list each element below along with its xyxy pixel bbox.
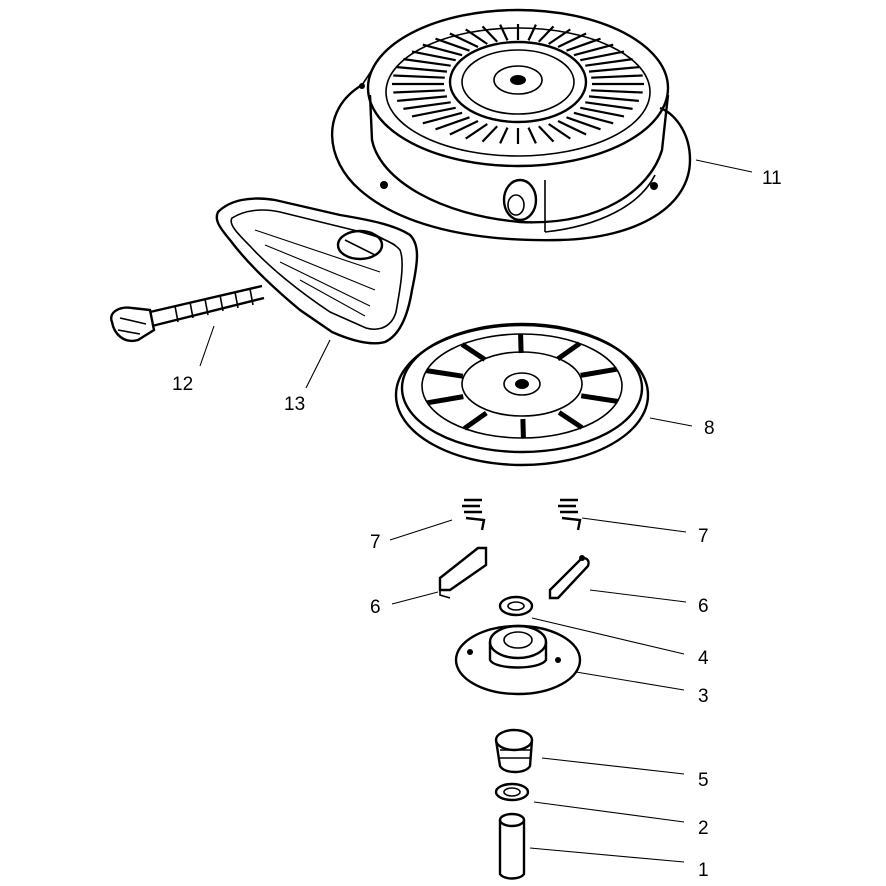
part-5-spring-nut [494, 728, 534, 774]
part-1-shaft [498, 812, 526, 880]
callout-12: 12 [172, 374, 193, 395]
pulley-spoke [462, 410, 488, 431]
housing-fin [588, 95, 639, 102]
housing-fin [499, 24, 509, 41]
callout-7-right: 7 [698, 526, 709, 547]
housing-fin [548, 28, 571, 45]
part-13-rope-handle-bracket [215, 197, 419, 345]
housing-fin [397, 66, 448, 73]
housing-fin [393, 74, 445, 79]
callout-7-left: 7 [370, 532, 381, 553]
part-7-spring-left [462, 498, 486, 531]
housing-fin [411, 50, 456, 62]
housing-fin [481, 125, 498, 143]
pulley-spoke [518, 333, 524, 354]
pulley-spoke [556, 341, 582, 362]
part-2-ring [494, 782, 530, 802]
callout-11: 11 [762, 168, 782, 189]
housing-fin [557, 120, 587, 136]
callout-4: 4 [698, 648, 709, 669]
housing-fin [422, 43, 463, 57]
pulley-spoke [426, 368, 464, 379]
housing-fin [527, 127, 537, 144]
callout-2: 2 [698, 818, 709, 839]
housing-fin [422, 111, 463, 125]
part-6-pawl-right [548, 555, 590, 600]
housing-fin [403, 101, 451, 110]
part-11-starter-housing [331, 8, 692, 242]
housing-fin [435, 37, 470, 52]
housing-fin [435, 116, 470, 131]
housing-fin [573, 43, 614, 57]
callout-5: 5 [698, 770, 709, 791]
part-6-pawl-left [438, 546, 488, 599]
housing-fin [588, 66, 639, 73]
pulley-spoke [580, 366, 618, 378]
housing-fin [465, 28, 488, 45]
housing-fin [585, 58, 633, 67]
housing-fin [580, 106, 625, 118]
housing-fin [585, 101, 633, 110]
housing-fin [527, 24, 537, 41]
housing-fin [548, 123, 571, 140]
housing-fin [465, 123, 488, 140]
callout-6-right: 6 [698, 596, 709, 617]
callout-3: 3 [698, 686, 709, 707]
housing-fin [557, 32, 587, 48]
part-4-washer [498, 595, 534, 617]
callout-13: 13 [284, 394, 305, 415]
callout-6-left: 6 [370, 597, 381, 618]
part-3-ratchet-plate [454, 624, 582, 696]
housing-fin [566, 37, 601, 52]
housing-fin [580, 50, 625, 62]
housing-fin [566, 116, 601, 131]
callout-8: 8 [704, 418, 715, 439]
housing-fin [591, 74, 643, 79]
housing-fin [449, 32, 479, 48]
housing-fin [411, 106, 456, 118]
part-8-pulley [394, 322, 650, 467]
pulley-spoke [557, 410, 584, 430]
housing-fin [538, 25, 555, 43]
housing-fin [449, 120, 479, 136]
housing-fin [573, 111, 614, 125]
housing-fin [481, 25, 498, 43]
pulley-spoke [520, 418, 526, 439]
housing-fin [393, 89, 445, 94]
pulley-spoke [580, 393, 618, 404]
pulley-spoke [460, 342, 487, 362]
housing-fin [397, 95, 448, 102]
callout-1: 1 [698, 860, 709, 881]
part-7-spring-right [558, 498, 582, 531]
housing-fin [403, 58, 451, 67]
housing-fin [499, 127, 509, 144]
part-12-bolt [110, 284, 265, 343]
leader-lines [199, 159, 753, 863]
pulley-spoke [426, 394, 464, 406]
housing-fin [538, 125, 555, 143]
housing-fin [591, 89, 643, 94]
